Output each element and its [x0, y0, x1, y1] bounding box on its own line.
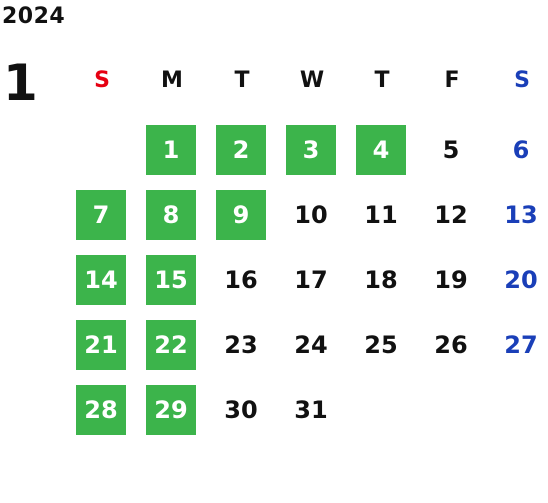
day-2: 2	[216, 125, 266, 175]
day-17: 17	[294, 266, 328, 294]
day-23: 23	[224, 331, 258, 359]
day-21: 21	[76, 320, 126, 370]
day-1: 1	[146, 125, 196, 175]
weekday-header-sat: S	[514, 68, 530, 93]
day-18: 18	[364, 266, 398, 294]
day-24: 24	[294, 331, 328, 359]
day-14: 14	[76, 255, 126, 305]
day-16: 16	[224, 266, 258, 294]
day-6: 6	[512, 136, 530, 164]
day-9: 9	[216, 190, 266, 240]
day-22: 22	[146, 320, 196, 370]
month-number: 1	[3, 54, 38, 112]
day-8: 8	[146, 190, 196, 240]
weekday-header-thu: T	[374, 68, 390, 93]
day-29: 29	[146, 385, 196, 435]
weekday-header-wed: W	[299, 68, 325, 93]
weekday-header-fri: F	[444, 68, 460, 93]
day-13: 13	[504, 201, 538, 229]
weekday-header-tue: T	[234, 68, 250, 93]
day-5: 5	[442, 136, 460, 164]
day-11: 11	[364, 201, 398, 229]
day-10: 10	[294, 201, 328, 229]
day-7: 7	[76, 190, 126, 240]
day-30: 30	[224, 396, 258, 424]
day-26: 26	[434, 331, 468, 359]
day-31: 31	[294, 396, 328, 424]
day-19: 19	[434, 266, 468, 294]
day-12: 12	[434, 201, 468, 229]
weekday-header-mon: M	[161, 68, 183, 93]
day-20: 20	[504, 266, 538, 294]
day-28: 28	[76, 385, 126, 435]
day-27: 27	[504, 331, 538, 359]
day-25: 25	[364, 331, 398, 359]
year-label: 2024	[2, 4, 66, 29]
weekday-header-sun: S	[94, 68, 110, 93]
day-15: 15	[146, 255, 196, 305]
day-3: 3	[286, 125, 336, 175]
day-4: 4	[356, 125, 406, 175]
